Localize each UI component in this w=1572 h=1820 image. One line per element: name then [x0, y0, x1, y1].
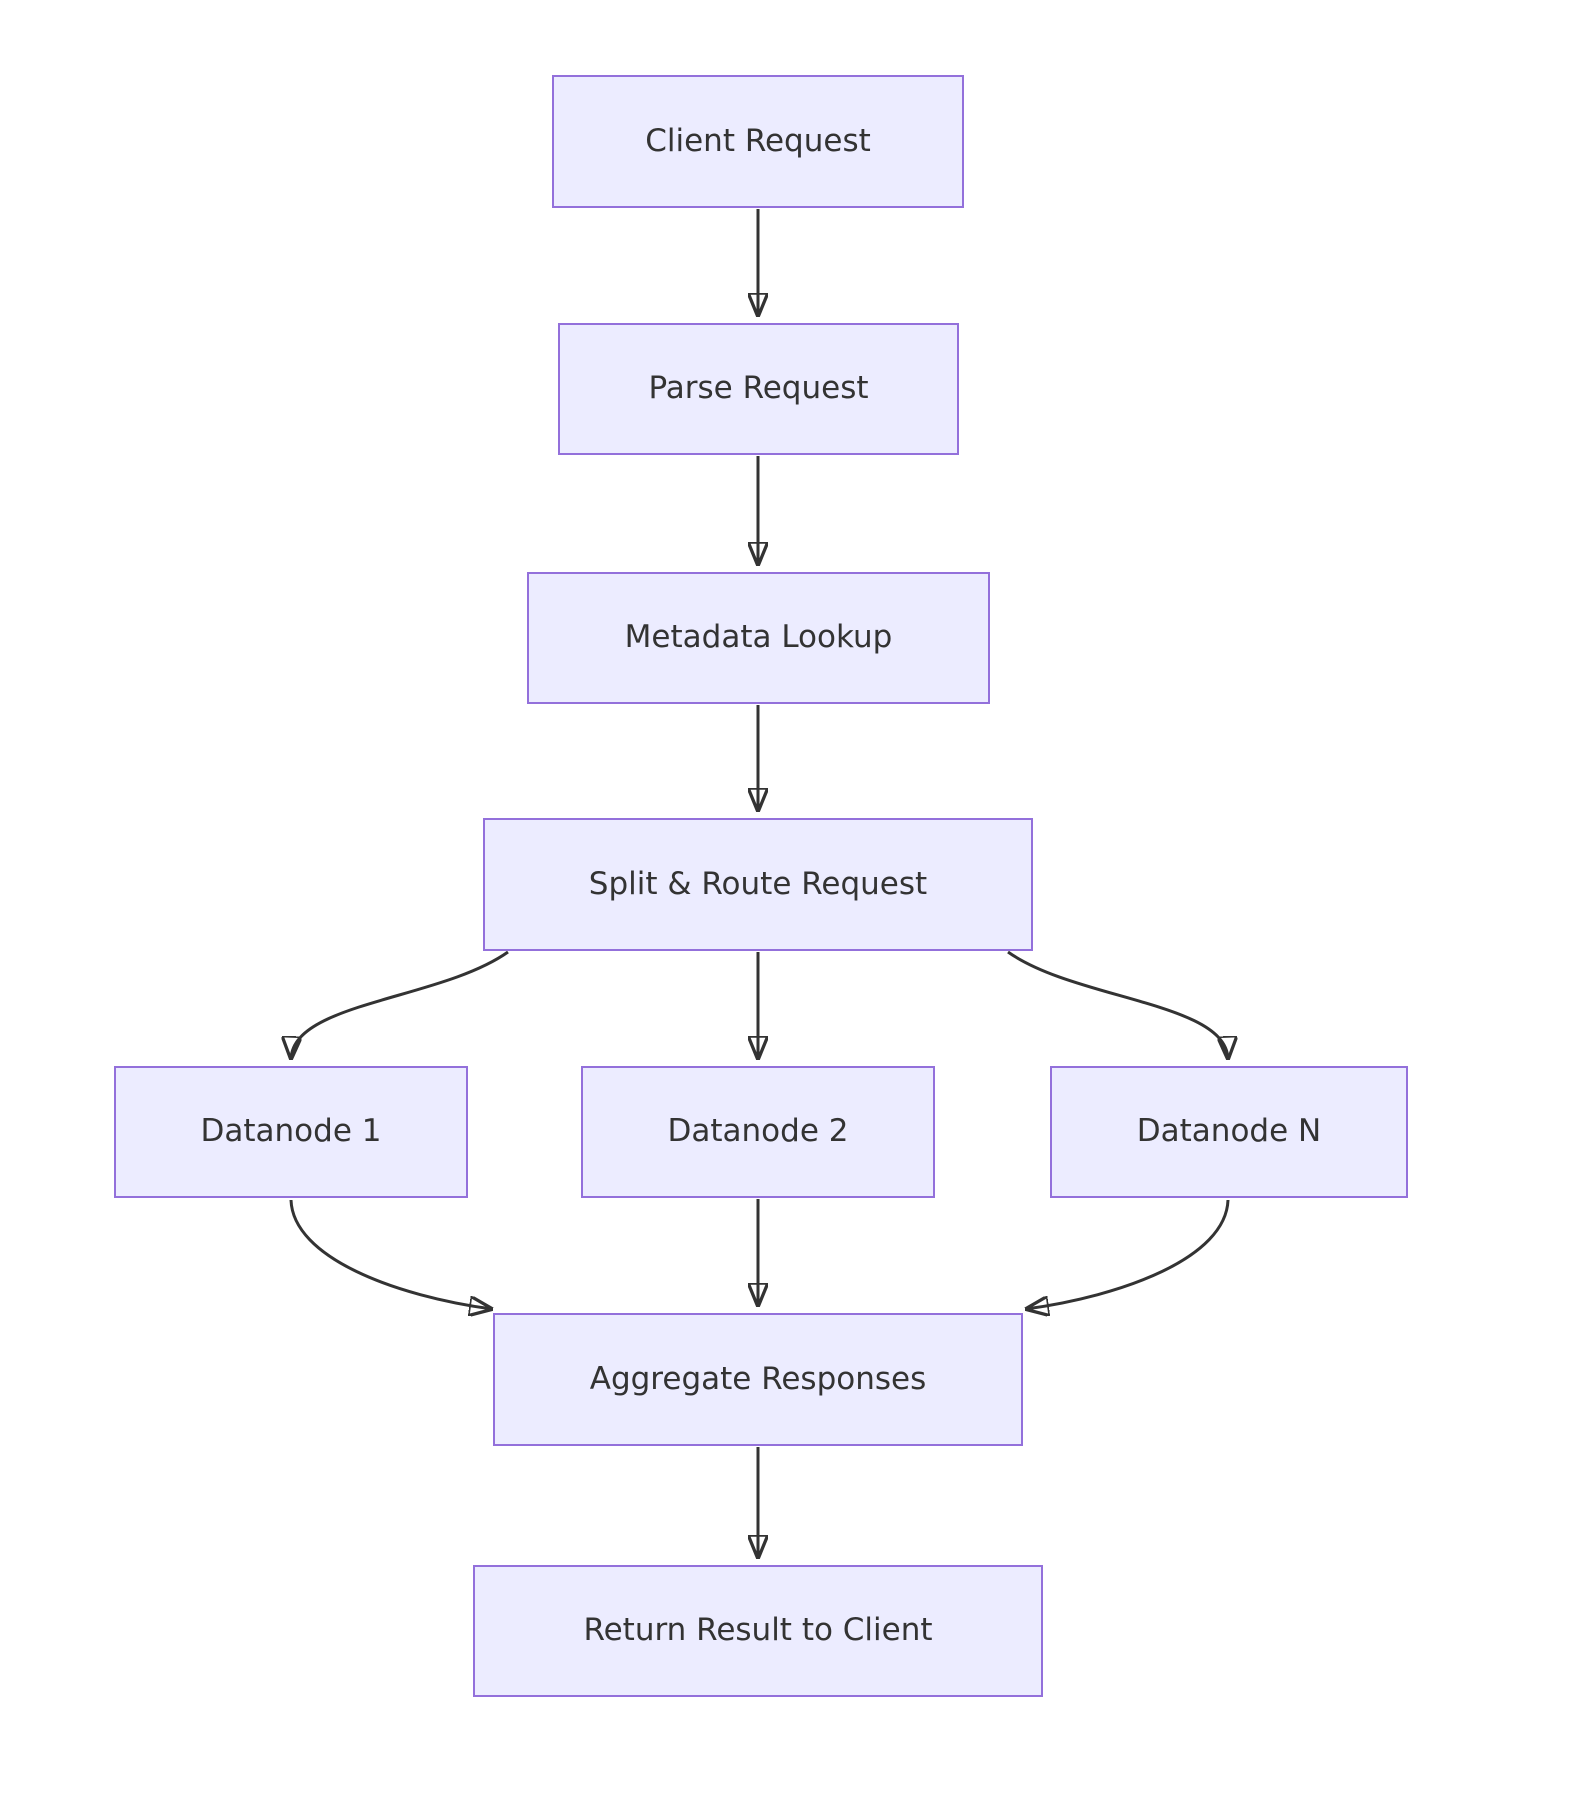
edge-split-to-datanodeN	[1007, 950, 1228, 1059]
node-datanode-1-label: Datanode 1	[200, 1113, 382, 1150]
node-aggregate-responses-label: Aggregate Responses	[589, 1360, 927, 1397]
node-parse-request: Parse Request	[558, 323, 959, 455]
node-datanode-1: Datanode 1	[114, 1066, 468, 1198]
node-aggregate-responses: Aggregate Responses	[493, 1313, 1023, 1446]
node-datanode-2-label: Datanode 2	[667, 1113, 849, 1150]
node-parse-request-label: Parse Request	[648, 370, 869, 407]
node-return-result-to-client: Return Result to Client	[473, 1565, 1043, 1697]
node-metadata-lookup-label: Metadata Lookup	[624, 619, 893, 656]
node-split-route-request: Split & Route Request	[483, 818, 1033, 951]
node-datanode-n-label: Datanode N	[1136, 1113, 1322, 1150]
node-client-request: Client Request	[552, 75, 964, 208]
node-metadata-lookup: Metadata Lookup	[527, 572, 990, 704]
edge-datanode1-to-aggregate	[289, 1199, 492, 1309]
node-split-route-request-label: Split & Route Request	[588, 865, 928, 902]
node-datanode-2: Datanode 2	[581, 1066, 935, 1198]
edge-datanodeN-to-aggregate	[1026, 1199, 1230, 1309]
edge-split-to-datanode1	[291, 950, 509, 1059]
node-datanode-n: Datanode N	[1050, 1066, 1408, 1198]
node-client-request-label: Client Request	[645, 122, 871, 159]
node-return-result-to-client-label: Return Result to Client	[583, 1612, 933, 1649]
